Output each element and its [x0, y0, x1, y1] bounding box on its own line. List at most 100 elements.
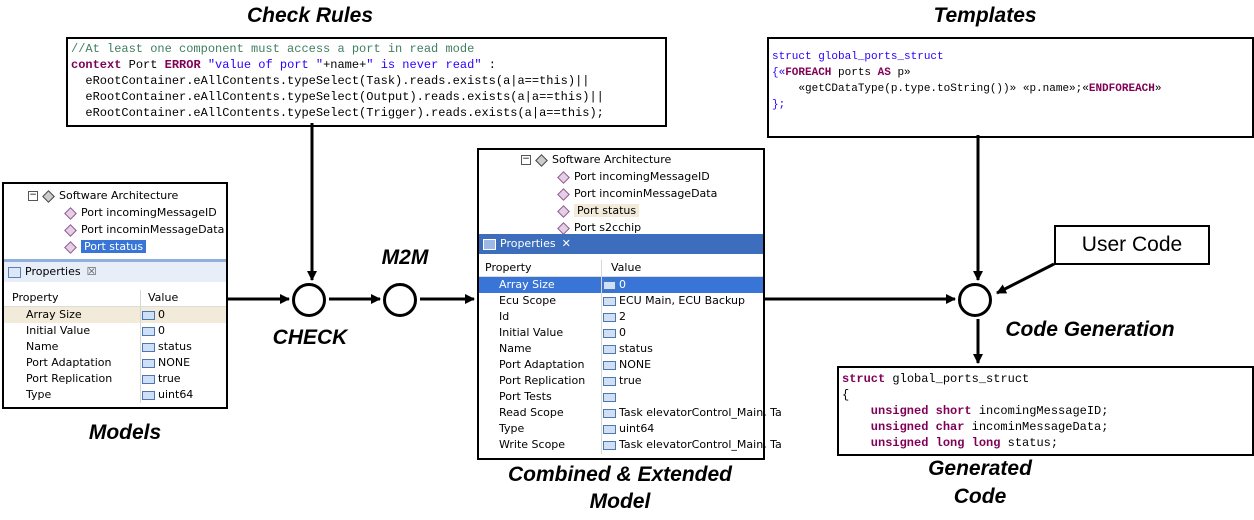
close-icon[interactable]: ✕: [561, 237, 571, 250]
rule-message-string-1: "value of port ": [200, 58, 324, 72]
templates-box: struct global_ports_struct {«FOREACH por…: [767, 37, 1254, 138]
table-header: Property Value: [479, 260, 763, 277]
combined-tree-item-label: Port status: [574, 204, 640, 217]
combined-tree-item-selected[interactable]: Port status: [557, 203, 640, 219]
combined-tree-item[interactable]: Port incomingMessageID: [557, 169, 710, 185]
rule-context-type: Port: [121, 58, 165, 72]
properties-icon: [8, 266, 21, 278]
models-tree-item[interactable]: Port incomingMessageID: [64, 205, 217, 221]
combined-tree-item[interactable]: Port incominMessageData: [557, 186, 718, 202]
check-rules-box: //At least one component must access a p…: [66, 37, 667, 127]
tab-properties[interactable]: Properties✕: [483, 236, 571, 252]
value-icon: [142, 390, 155, 400]
gen-struct-name: global_ports_struct: [885, 372, 1030, 386]
table-row[interactable]: Port Tests: [479, 389, 763, 405]
models-tree-root[interactable]: − Software Architecture: [28, 188, 178, 204]
tab-properties-label: Properties: [25, 265, 81, 278]
models-title: Models: [88, 421, 162, 444]
value-icon: [603, 376, 616, 386]
combined-tree-item[interactable]: Port s2cchip: [557, 220, 641, 235]
models-tree-item-label: Port status: [81, 240, 147, 253]
collapse-icon[interactable]: −: [521, 154, 531, 165]
gen-field-1: incomingMessageID;: [971, 404, 1109, 418]
value-icon: [603, 328, 616, 338]
models-tree-root-label: Software Architecture: [59, 189, 179, 202]
rule-message-concat: +name+: [323, 58, 367, 72]
generated-title-line1: Generated: [928, 457, 1032, 480]
table-row[interactable]: Port Replication true: [479, 373, 763, 389]
m2m-node: [383, 283, 417, 317]
template-foreach-ports: ports: [831, 67, 878, 79]
column-header-property[interactable]: Property: [12, 291, 59, 304]
combined-tree-item-label: Port s2cchip: [574, 221, 642, 234]
rule-comment: //At least one component must access a p…: [71, 42, 475, 56]
property-name: Port Replication: [499, 374, 586, 387]
property-name: Port Tests: [499, 390, 552, 403]
tab-properties[interactable]: Properties ☒: [8, 264, 96, 280]
close-icon[interactable]: ☒: [86, 265, 97, 278]
rule-line-output: eRootContainer.eAllContents.typeSelect(O…: [71, 90, 604, 104]
template-body-line: «getCDataType(p.type.toString())» «p.nam…: [772, 83, 1089, 95]
column-header-value[interactable]: Value: [148, 291, 179, 304]
gen-field-3: status;: [1000, 436, 1059, 450]
check-title: CHECK: [272, 326, 348, 349]
check-rules-title: Check Rules: [246, 4, 374, 27]
combined-tree-item-label: Port incominMessageData: [574, 187, 718, 200]
template-foreach-open: {«: [772, 67, 786, 79]
collapse-icon[interactable]: −: [28, 190, 38, 201]
property-value: true: [142, 371, 181, 387]
property-name: Write Scope: [499, 438, 566, 451]
combined-properties-tabbar: Properties✕: [479, 234, 763, 254]
property-value-text: 2: [619, 310, 626, 323]
property-name: Read Scope: [499, 406, 564, 419]
models-tree-item-label: Port incominMessageData: [81, 223, 225, 236]
gen-field-2: incominMessageData;: [964, 420, 1109, 434]
table-header: Property Value: [4, 290, 226, 307]
value-icon: [603, 424, 616, 434]
value-icon: [603, 312, 616, 322]
property-value: Task elevatorControl_Main, Ta: [603, 437, 782, 453]
rule-colon: :: [481, 58, 496, 72]
combined-tree: −Software Architecture Port incomingMess…: [479, 150, 763, 235]
property-value-text: status: [619, 342, 653, 355]
models-tree-item-selected[interactable]: Port status: [64, 239, 147, 255]
property-value: NONE: [142, 355, 190, 371]
table-row[interactable]: Read Scope Task elevatorControl_Main, Ta: [479, 405, 782, 421]
property-value-text: Task elevatorControl_Main, Ta: [619, 406, 782, 419]
property-value-text: true: [619, 374, 642, 387]
table-row[interactable]: Write Scope Task elevatorControl_Main, Ta: [479, 437, 782, 453]
property-value-text: ECU Main, ECU Backup: [619, 294, 745, 307]
property-value: true: [603, 373, 642, 389]
column-header-value[interactable]: Value: [611, 261, 642, 274]
arrow-usercode-to-codegen: [996, 262, 1055, 295]
property-value: 0: [142, 323, 165, 339]
template-foreach-var: p»: [890, 67, 911, 79]
property-value-text: status: [158, 340, 192, 353]
property-value-text: NONE: [619, 358, 652, 371]
property-value-text: true: [158, 372, 181, 385]
property-value-text: NONE: [158, 356, 191, 369]
rule-line-trigger: eRootContainer.eAllContents.typeSelect(T…: [71, 106, 604, 120]
models-properties-tabbar: Properties ☒: [4, 259, 226, 282]
models-panel: − Software Architecture Port incomingMess…: [2, 182, 228, 409]
models-tree-item-label: Port incomingMessageID: [81, 206, 217, 219]
value-icon: [142, 374, 155, 384]
models-tree-item[interactable]: Port incominMessageData: [64, 222, 225, 238]
combined-tree-root[interactable]: −Software Architecture: [521, 152, 671, 168]
column-header-property[interactable]: Property: [485, 261, 532, 274]
models-tree: − Software Architecture Port incomingMess…: [4, 184, 226, 256]
